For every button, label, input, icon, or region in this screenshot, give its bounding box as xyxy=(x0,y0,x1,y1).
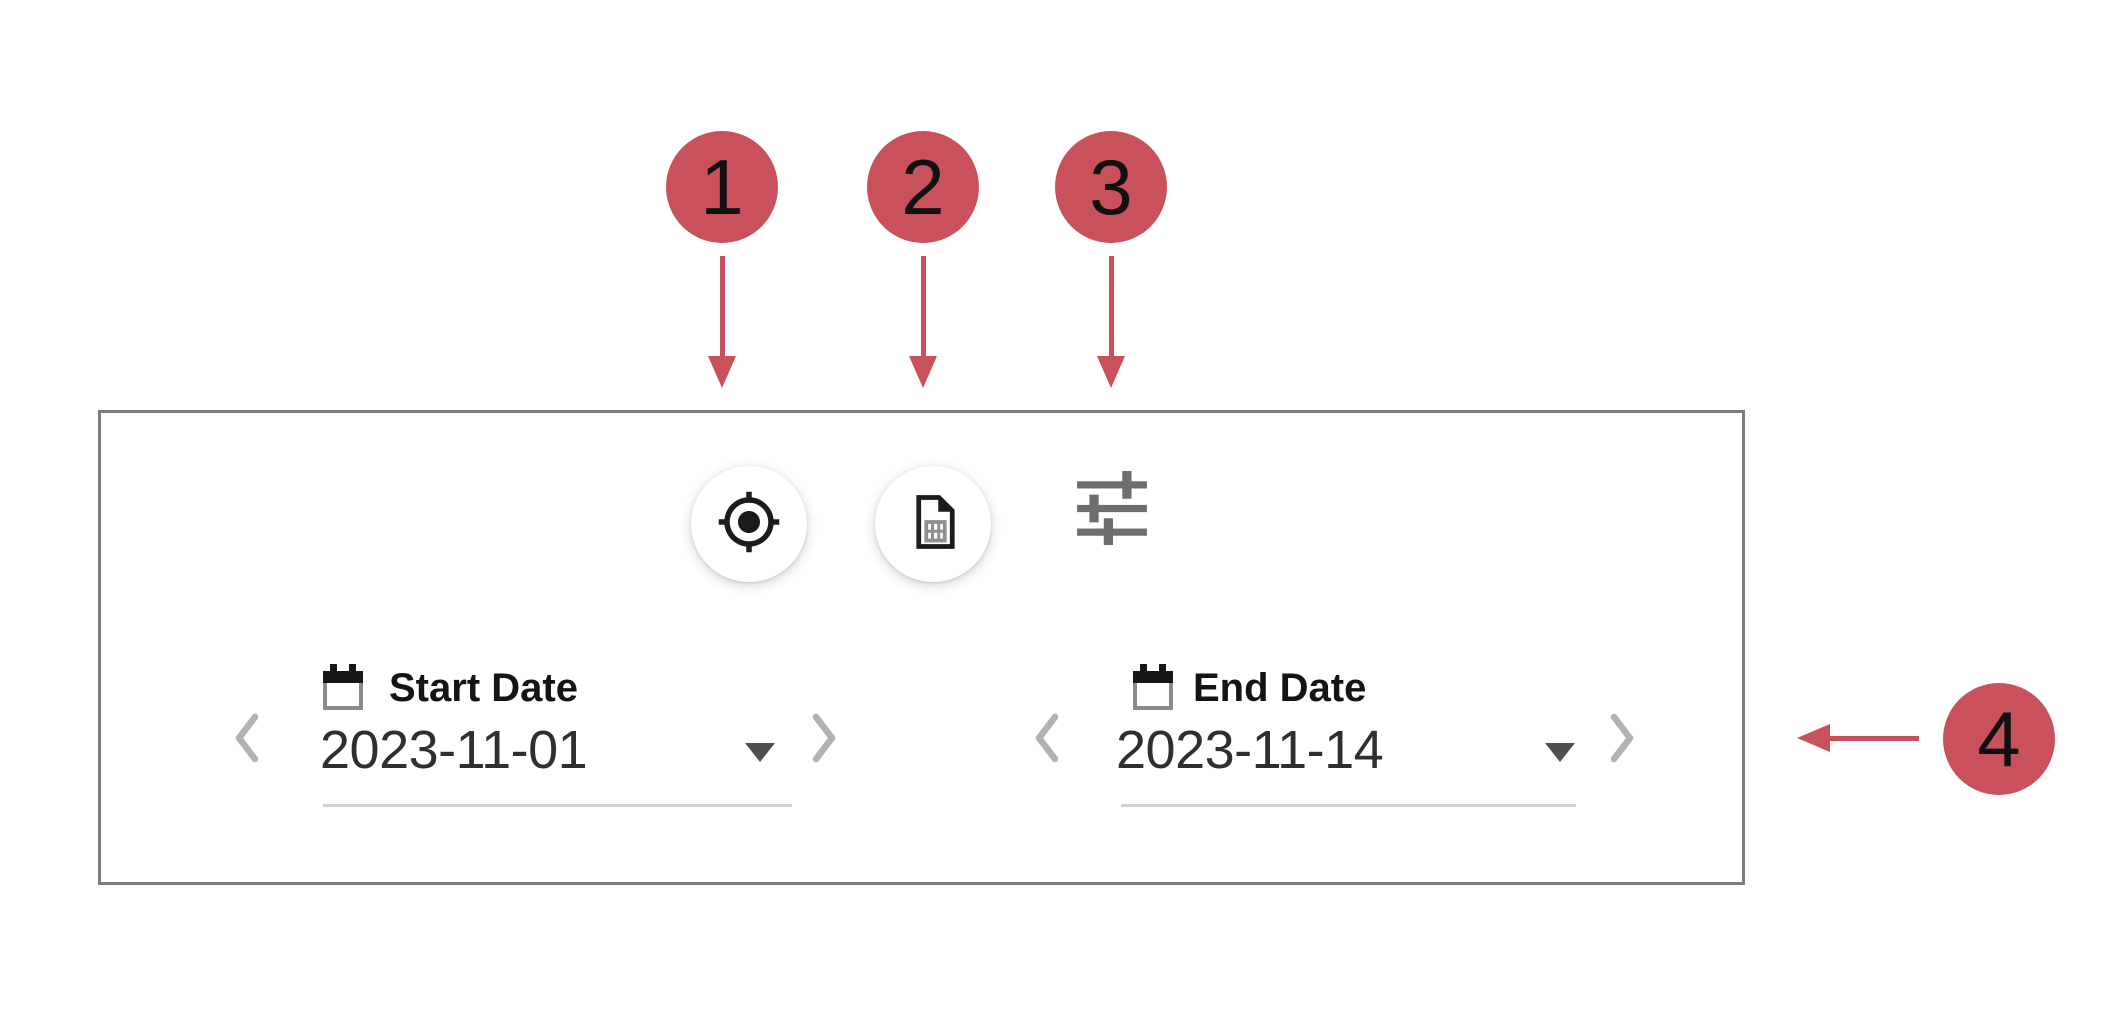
end-date-underline xyxy=(1121,804,1576,807)
annotation-arrow-2-head xyxy=(909,356,937,388)
start-date-value[interactable]: 2023-11-01 xyxy=(320,720,588,780)
end-date-dropdown-caret[interactable] xyxy=(1545,743,1575,762)
end-date-value[interactable]: 2023-11-14 xyxy=(1116,720,1384,780)
annotation-marker-4: 4 xyxy=(1943,683,2055,795)
document-report-icon xyxy=(903,489,963,560)
annotation-arrow-4-line xyxy=(1828,736,1919,741)
annotation-marker-2-number: 2 xyxy=(901,143,945,231)
tune-sliders-icon xyxy=(1077,470,1147,550)
end-date-next-button[interactable] xyxy=(1605,710,1641,766)
start-date-dropdown-caret[interactable] xyxy=(745,743,775,762)
my-location-crosshair-icon xyxy=(716,489,782,560)
date-controls-panel: Start Date 2023-11-01 End Date 2023-11- xyxy=(98,410,1745,885)
annotation-marker-3: 3 xyxy=(1055,131,1167,243)
start-date-label: Start Date xyxy=(389,666,578,710)
end-date-label: End Date xyxy=(1193,666,1367,710)
start-date-underline xyxy=(323,804,792,807)
annotation-arrow-4-head xyxy=(1797,724,1830,752)
annotation-arrow-3-head xyxy=(1097,356,1125,388)
start-date-prev-button[interactable] xyxy=(228,710,264,766)
annotation-arrow-2-line xyxy=(921,256,926,357)
tune-button[interactable] xyxy=(1076,470,1148,550)
annotation-arrow-3-line xyxy=(1109,256,1114,357)
locate-button[interactable] xyxy=(691,466,807,582)
annotation-marker-1: 1 xyxy=(666,131,778,243)
start-date-next-button[interactable] xyxy=(807,710,843,766)
annotation-marker-1-number: 1 xyxy=(700,143,744,231)
annotation-marker-3-number: 3 xyxy=(1089,143,1133,231)
annotation-marker-2: 2 xyxy=(867,131,979,243)
annotation-arrow-1-head xyxy=(708,356,736,388)
start-date-calendar-icon xyxy=(318,663,368,713)
end-date-calendar-icon xyxy=(1128,663,1178,713)
end-date-prev-button[interactable] xyxy=(1028,710,1064,766)
annotation-arrow-1-line xyxy=(720,256,725,357)
report-button[interactable] xyxy=(875,466,991,582)
annotation-marker-4-number: 4 xyxy=(1977,695,2021,783)
